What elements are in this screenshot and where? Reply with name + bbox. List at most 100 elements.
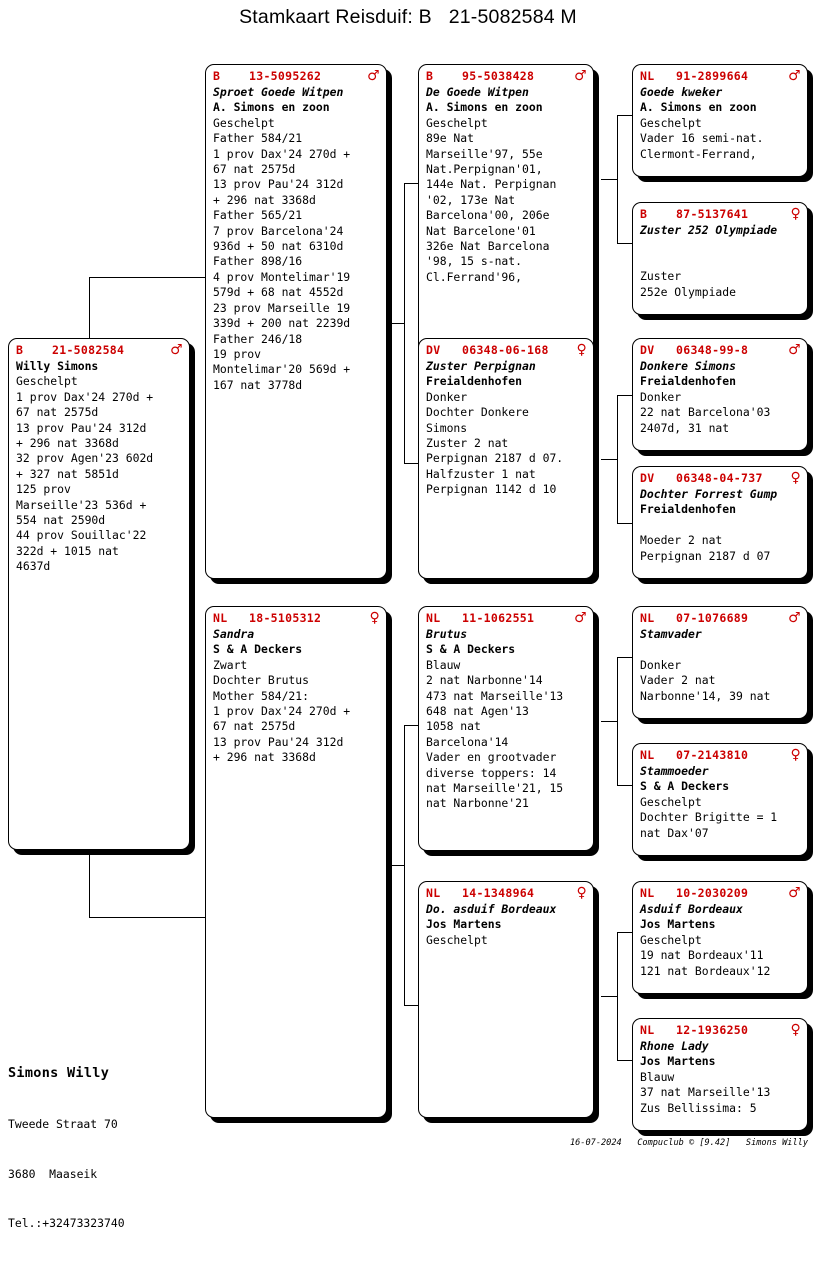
sex-female-icon: ♀ xyxy=(790,1022,801,1038)
sex-male-icon: ♂ xyxy=(574,68,587,84)
sex-female-icon: ♀ xyxy=(790,206,801,222)
card-text-line: diverse toppers: 14 xyxy=(426,765,557,780)
card-text-line: 144e Nat. Perpignan xyxy=(426,177,557,192)
card-text-line: Halfzuster 1 nat xyxy=(426,466,536,481)
country-code: DV xyxy=(640,343,655,357)
footer-date: 16-07-2024 xyxy=(569,1138,622,1148)
card-text-line: Father 584/21 xyxy=(213,131,303,146)
ring-number: 91-2899664 xyxy=(676,69,749,83)
card-text-line: 936d + 50 nat 6310d xyxy=(213,239,344,254)
card-text-line: Geschelpt xyxy=(16,374,78,389)
card-text-line: 554 nat 2590d xyxy=(16,513,106,528)
card-text-line: 44 prov Souillac'22 xyxy=(16,528,147,543)
card-text-line: 1058 nat xyxy=(426,719,481,734)
card-ggp-ffm[interactable]: B 87-5137641 ♀ Zuster 252 Olympiade Zust… xyxy=(632,202,808,315)
card-text-line: 125 prov xyxy=(16,482,71,497)
connector-gpfm-to-b xyxy=(617,523,633,525)
card-text-line: A. Simons en zoon xyxy=(640,100,757,115)
card-text-line: Nat Barcelone'01 xyxy=(426,223,536,238)
card-ggp-mff-header: NL 07-1076689 ♂ xyxy=(640,611,801,626)
country-code: NL xyxy=(640,69,655,83)
card-text-line: Nat.Perpignan'01, xyxy=(426,162,543,177)
card-text-line: 23 prov Marseille 19 xyxy=(213,300,351,315)
card-text-line: Moeder 2 nat xyxy=(640,533,723,548)
card-grandparent-mm-header: NL 14-1348964 ♀ xyxy=(426,886,587,901)
card-text-line: 167 nat 3778d xyxy=(213,377,303,392)
card-text-line: Rhone Lady xyxy=(640,1039,709,1053)
card-text-line xyxy=(640,518,801,533)
card-text-line: Narbonne'14, 39 nat xyxy=(640,688,771,703)
card-text-line: Simons xyxy=(426,420,468,435)
card-text-line: 37 nat Marseille'13 xyxy=(640,1085,771,1100)
ring-number: 21-5082584 xyxy=(52,343,125,357)
card-text-line: Jos Martens xyxy=(640,917,716,932)
connector-gpfm-stub xyxy=(601,459,618,461)
card-text-line: Donkere Simons xyxy=(640,359,737,373)
country-code: B xyxy=(16,343,24,357)
card-text-line: De Goede Witpen xyxy=(426,85,529,99)
connector-subject-to-father xyxy=(89,277,205,279)
country-code: NL xyxy=(640,1023,655,1037)
card-text-line: 2 nat Narbonne'14 xyxy=(426,673,543,688)
sex-male-icon: ♂ xyxy=(367,68,380,84)
connector-mother-stub xyxy=(389,865,405,867)
card-text-line: 89e Nat xyxy=(426,131,475,146)
card-text-line: Barcelona'14 xyxy=(426,734,509,749)
connector-gpmf-to-b xyxy=(617,785,633,787)
card-grandparent-mf-header: NL 11-1062551 ♂ xyxy=(426,611,587,626)
card-text-line: Jos Martens xyxy=(426,917,502,932)
card-text-line: 339d + 200 nat 2239d xyxy=(213,316,351,331)
country-code: B xyxy=(640,207,648,221)
country-code: NL xyxy=(426,886,441,900)
sex-female-icon: ♀ xyxy=(369,610,380,626)
card-grandparent-ff-header: B 95-5038428 ♂ xyxy=(426,69,587,84)
ring-number: 13-5095262 xyxy=(249,69,322,83)
card-text-line: + 296 nat 3368d xyxy=(213,192,316,207)
card-text-line: Cl.Ferrand'96, xyxy=(426,269,523,284)
sex-male-icon: ♂ xyxy=(170,342,183,358)
footer-user: Simons Willy xyxy=(745,1138,808,1148)
card-text-line: Freialdenhofen xyxy=(640,374,737,389)
card-text-line: Donker xyxy=(640,389,682,404)
card-text-line: 121 nat Bordeaux'12 xyxy=(640,963,771,978)
card-text-line: Stamvader xyxy=(640,627,702,641)
card-text-line: S & A Deckers xyxy=(640,779,730,794)
card-text-line: Stammoeder xyxy=(640,764,709,778)
card-text-line: + 296 nat 3368d xyxy=(213,750,316,765)
page-title: Stamkaart Reisduif: B 21-5082584 M xyxy=(239,6,577,28)
card-text-line: Goede kweker xyxy=(640,85,723,99)
ring-number: 11-1062551 xyxy=(462,611,535,625)
card-text-line: 4 prov Montelimar'19 xyxy=(213,269,351,284)
card-text-line: Donker xyxy=(426,389,468,404)
card-text-line: nat Narbonne'21 xyxy=(426,796,529,811)
ring-number: 18-5105312 xyxy=(249,611,322,625)
card-text-line: Marseille'97, 55e xyxy=(426,146,543,161)
owner-street: Tweede Straat 70 xyxy=(8,1117,118,1131)
card-text-line: nat Marseille'21, 15 xyxy=(426,781,564,796)
card-text-line: Perpignan 2187 d 07. xyxy=(426,451,564,466)
card-text-line: Vader en grootvader xyxy=(426,750,557,765)
ring-number: 06348-06-168 xyxy=(462,343,549,357)
sex-female-icon: ♀ xyxy=(790,470,801,486)
card-text-line: Geschelpt xyxy=(640,794,702,809)
card-grandparent-fm-header: DV 06348-06-168 ♀ xyxy=(426,343,587,358)
card-text-line: 648 nat Agen'13 xyxy=(426,704,529,719)
card-text-line: S & A Deckers xyxy=(426,642,516,657)
